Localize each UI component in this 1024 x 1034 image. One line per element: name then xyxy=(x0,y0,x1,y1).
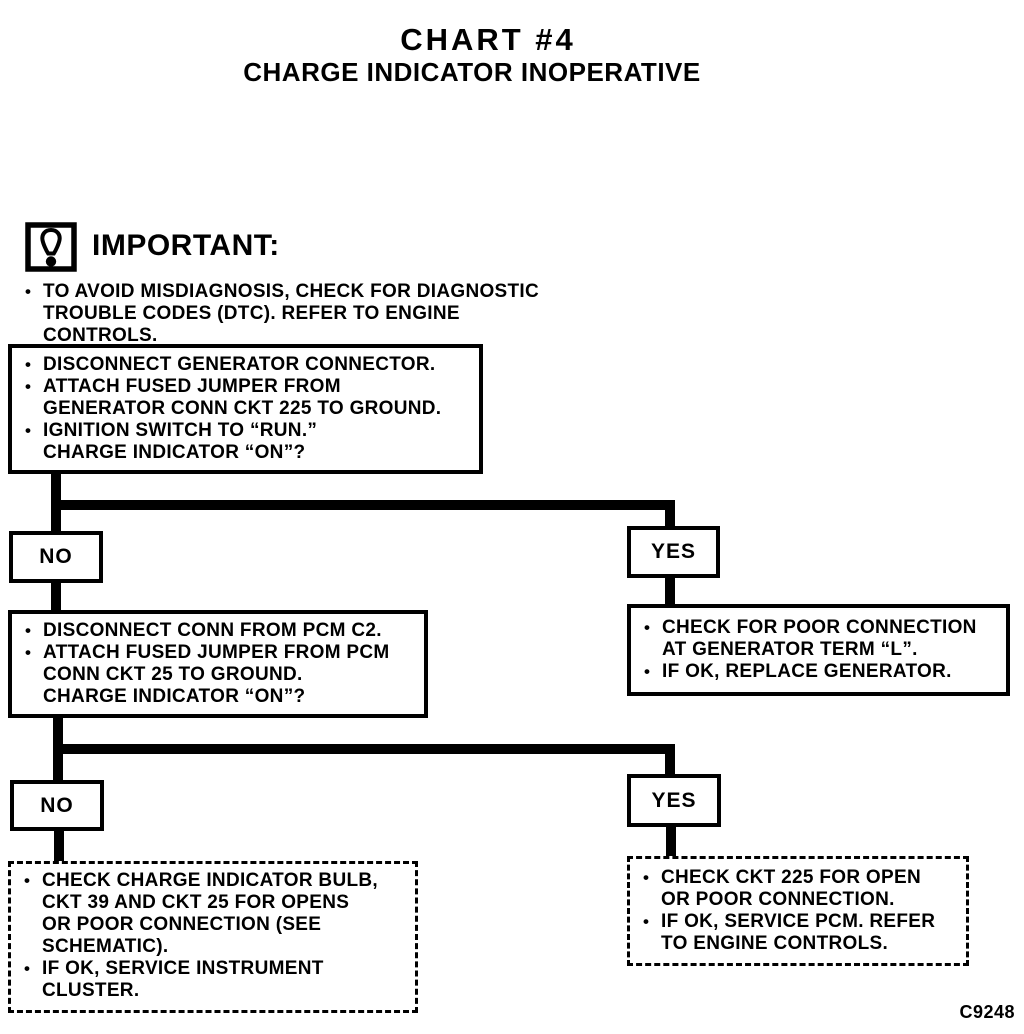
important-note: • TO AVOID MISDIAGNOSIS, CHECK FOR DIAGN… xyxy=(25,281,605,347)
important-note-text: TO AVOID MISDIAGNOSIS, CHECK FOR DIAGNOS… xyxy=(43,281,540,346)
bullet-item: • IF OK, SERVICE PCM. REFER TO ENGINE CO… xyxy=(643,911,962,955)
connector-yes1-down xyxy=(665,576,675,606)
bullet-text: CHECK CKT 225 FOR OPEN OR POOR CONNECTIO… xyxy=(661,867,921,910)
result-yes1-box: • CHECK FOR POOR CONNECTION AT GENERATOR… xyxy=(627,604,1010,696)
bullet-icon: • xyxy=(24,959,30,978)
bullet-icon: • xyxy=(25,282,31,301)
bullet-icon: • xyxy=(25,355,31,374)
bullet-icon: • xyxy=(644,662,650,681)
bullet-text: IF OK, REPLACE GENERATOR. xyxy=(662,661,952,682)
bullet-icon: • xyxy=(643,868,649,887)
branch2-yes-label: YES xyxy=(651,788,697,812)
branch2-no-label: NO xyxy=(40,793,74,817)
step1-action-box: • DISCONNECT GENERATOR CONNECTOR. • ATTA… xyxy=(8,344,483,474)
bullet-item: • CHECK CHARGE INDICATOR BULB, CKT 39 AN… xyxy=(24,870,411,958)
step2-action-box: • DISCONNECT CONN FROM PCM C2. • ATTACH … xyxy=(8,610,428,718)
bullet-item: • IF OK, SERVICE INSTRUMENT CLUSTER. xyxy=(24,958,411,1002)
bullet-text: ATTACH FUSED JUMPER FROM PCM CONN CKT 25… xyxy=(43,642,390,707)
bullet-text: IF OK, SERVICE INSTRUMENT CLUSTER. xyxy=(42,958,324,1001)
result-yes2-box: • CHECK CKT 225 FOR OPEN OR POOR CONNECT… xyxy=(627,856,969,966)
branch1-no-box: NO xyxy=(9,531,103,583)
branch2-yes-box: YES xyxy=(627,774,721,827)
step2-bullet-list: • DISCONNECT CONN FROM PCM C2. • ATTACH … xyxy=(12,614,424,708)
connector-branch1-horizontal xyxy=(51,500,675,510)
chart-subtitle: CHARGE INDICATOR INOPERATIVE xyxy=(243,57,701,87)
exclamation-icon xyxy=(25,222,77,272)
figure-code: C9248 xyxy=(959,1002,1015,1022)
bullet-icon: • xyxy=(25,643,31,662)
connector-no1-down xyxy=(51,581,61,612)
bullet-item: • ATTACH FUSED JUMPER FROM GENERATOR CON… xyxy=(25,376,475,420)
bullet-item: • CHECK CKT 225 FOR OPEN OR POOR CONNECT… xyxy=(643,867,962,911)
branch1-yes-label: YES xyxy=(650,540,697,563)
result-no2-box: • CHECK CHARGE INDICATOR BULB, CKT 39 AN… xyxy=(8,861,418,1013)
bullet-item: • DISCONNECT CONN FROM PCM C2. xyxy=(25,620,420,642)
bullet-icon: • xyxy=(25,621,31,640)
bullet-item: • CHECK FOR POOR CONNECTION AT GENERATOR… xyxy=(644,617,1002,661)
bullet-icon: • xyxy=(643,912,649,931)
bullet-icon: • xyxy=(644,618,650,637)
bullet-item: • IF OK, REPLACE GENERATOR. xyxy=(644,661,1002,683)
branch1-yes-box: YES xyxy=(627,526,720,578)
bullet-icon: • xyxy=(24,871,30,890)
bullet-item: • ATTACH FUSED JUMPER FROM PCM CONN CKT … xyxy=(25,642,420,708)
connector-yes2-down xyxy=(666,825,676,858)
connector-branch2-yes-down xyxy=(665,749,675,777)
chart-title: CHART #4 xyxy=(400,22,576,57)
bullet-text: DISCONNECT GENERATOR CONNECTOR. xyxy=(43,354,436,375)
step1-bullet-list: • DISCONNECT GENERATOR CONNECTOR. • ATTA… xyxy=(12,348,479,464)
branch2-no-box: NO xyxy=(10,780,104,831)
bullet-item: • DISCONNECT GENERATOR CONNECTOR. xyxy=(25,354,475,376)
bullet-text: IGNITION SWITCH TO “RUN.” CHARGE INDICAT… xyxy=(43,420,318,463)
connector-no2-down xyxy=(54,829,64,863)
bullet-item: • IGNITION SWITCH TO “RUN.” CHARGE INDIC… xyxy=(25,420,475,464)
connector-branch2-horizontal xyxy=(53,744,675,754)
result-yes2-bullet-list: • CHECK CKT 225 FOR OPEN OR POOR CONNECT… xyxy=(630,859,966,955)
bullet-text: DISCONNECT CONN FROM PCM C2. xyxy=(43,620,382,641)
important-heading: IMPORTANT: xyxy=(92,229,280,262)
bullet-text: CHECK FOR POOR CONNECTION AT GENERATOR T… xyxy=(662,617,977,660)
bullet-icon: • xyxy=(25,377,31,396)
branch1-no-label: NO xyxy=(39,545,73,568)
bullet-icon: • xyxy=(25,421,31,440)
connector-branch1-yes-down xyxy=(665,505,675,529)
bullet-text: CHECK CHARGE INDICATOR BULB, CKT 39 AND … xyxy=(42,870,378,957)
bullet-text: ATTACH FUSED JUMPER FROM GENERATOR CONN … xyxy=(43,376,442,419)
result-no2-bullet-list: • CHECK CHARGE INDICATOR BULB, CKT 39 AN… xyxy=(11,864,415,1002)
result-yes1-bullet-list: • CHECK FOR POOR CONNECTION AT GENERATOR… xyxy=(631,608,1006,683)
bullet-text: IF OK, SERVICE PCM. REFER TO ENGINE CONT… xyxy=(661,911,936,954)
